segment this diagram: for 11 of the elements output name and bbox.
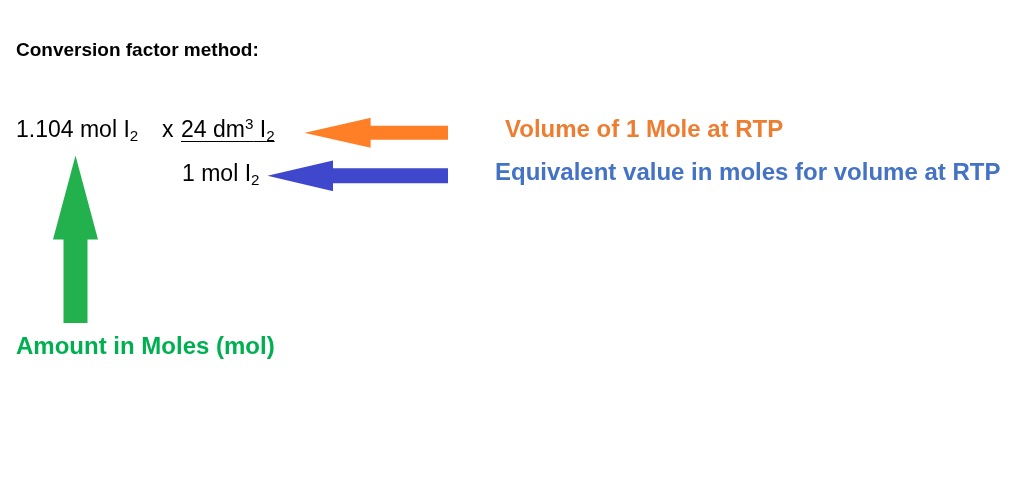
arrow: [267, 160, 448, 192]
moles-denominator: 1 mol I$_{2}$: [182, 160, 260, 188]
annotation-label: Equivalent value in moles for volume at RTP: [495, 158, 1001, 187]
volume-numerator: 24 dm$^{3}$ I$_{2}$: [181, 116, 275, 144]
amount-value: 1.104 mol I$_{2}$: [16, 116, 139, 144]
arrow: [53, 155, 98, 323]
heading: Conversion factor method:: [16, 39, 259, 62]
multiplication-sign: x: [162, 116, 174, 144]
annotation-label: Volume of 1 Mole at RTP: [505, 115, 784, 144]
annotation-label: Amount in Moles (mol): [16, 332, 275, 361]
arrow: [304, 117, 448, 148]
